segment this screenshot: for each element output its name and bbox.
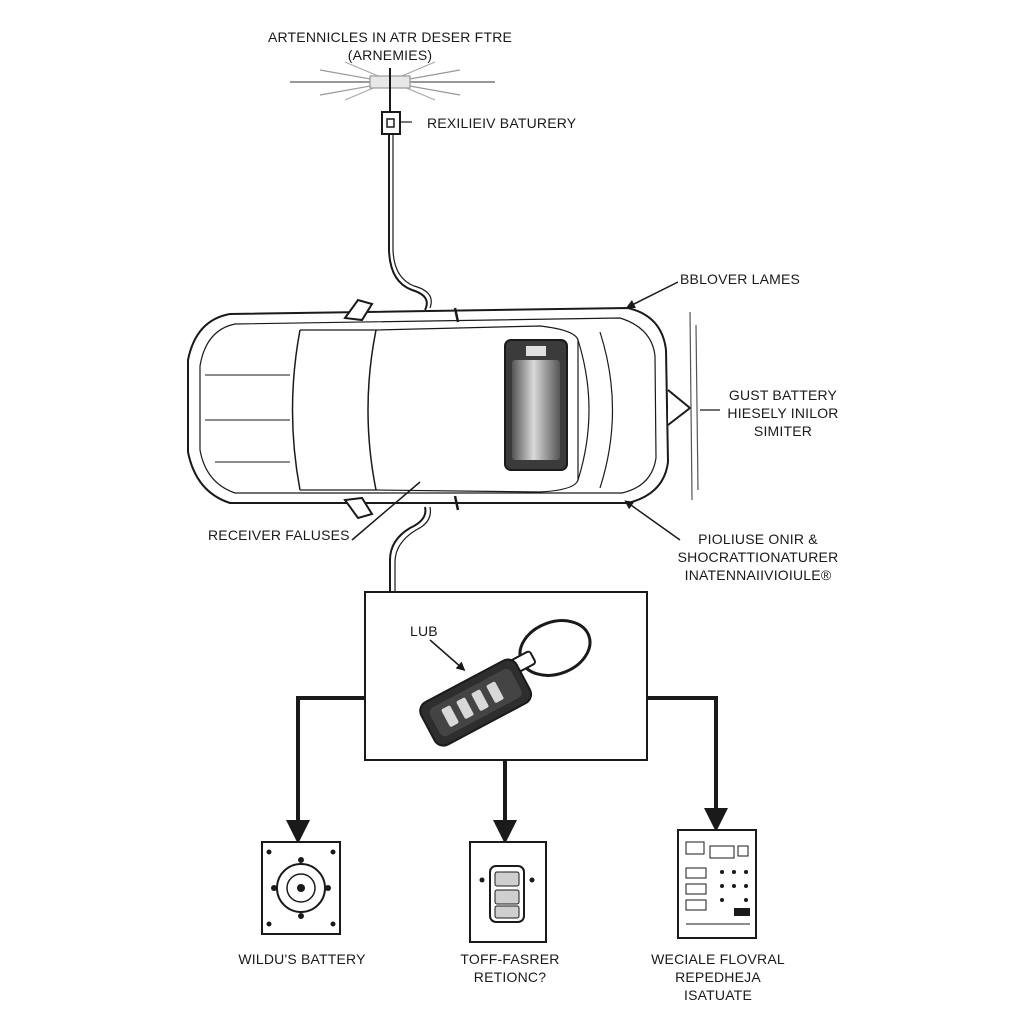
antenna — [290, 61, 495, 112]
fob-label-arrow — [429, 639, 466, 671]
piolinse-line-1: PIOLIUSE ONIR & — [698, 531, 818, 547]
sunroof — [504, 339, 568, 471]
output-1-label: WILDU'S BATTERY — [222, 950, 382, 968]
fob-cable — [389, 506, 427, 592]
receiver-failures-arrow — [351, 481, 421, 541]
fob-label: LUB — [410, 623, 438, 639]
antenna-battery-box — [381, 111, 412, 135]
piolinse-label: PIOLIUSE ONIR & SHOCRATTIONATURER INATEN… — [668, 530, 848, 584]
output-3-line-1: WECIALE FLOVRAL — [651, 951, 785, 967]
control-panel-module-icon — [677, 829, 757, 939]
blower-lames-label: BBLOVER LAMES — [680, 271, 801, 287]
signal-lines — [689, 311, 699, 501]
title-line-1: ARTENNICLES IN ATR DESER FTRE — [267, 29, 513, 45]
gust-battery-line-1: GUST BATTERY — [728, 387, 838, 403]
piolinse-line-2: SHOCRATTIONATURER — [677, 549, 839, 565]
gust-battery-label: GUST BATTERY HIESELY INILOR SIMITER — [718, 386, 848, 440]
piolinse-line-3: INATENNAIIVIOIULE® — [684, 567, 832, 583]
battery-module-icon — [261, 841, 341, 935]
output-2-line-2: RETIONC? — [473, 969, 547, 985]
output-1-line-1: WILDU'S BATTERY — [238, 951, 366, 967]
gust-battery-line-2: HIESELY INILOR — [727, 405, 839, 421]
output-3-line-3: ISATUATE — [684, 987, 752, 1003]
diagram-title: ARTENNICLES IN ATR DESER FTRE (ARNEMIES) — [250, 28, 530, 64]
gust-battery-line-3: SIMITER — [753, 423, 813, 439]
receiver-failures-label: RECEIVER FALUSES — [208, 527, 350, 543]
output-3-line-2: REPEDHEJA — [675, 969, 761, 985]
key-fob-icon — [419, 619, 592, 747]
output-3-label: WECIALE FLOVRAL REPEDHEJA ISATUATE — [638, 950, 798, 1004]
blower-lames-arrow — [625, 281, 679, 309]
title-line-2: (ARNEMIES) — [347, 47, 433, 63]
output-connectors — [286, 696, 728, 844]
antenna-battery-label: REXILIEIV BATURERY — [427, 115, 577, 131]
output-2-line-1: TOFF-FASRER — [460, 951, 560, 967]
car-top-view — [187, 298, 692, 520]
output-2-label: TOFF-FASRER RETIONC? — [430, 950, 590, 986]
piolinse-arrow — [624, 500, 681, 541]
antenna-cable — [388, 134, 428, 311]
keypad-module-icon — [469, 841, 547, 943]
